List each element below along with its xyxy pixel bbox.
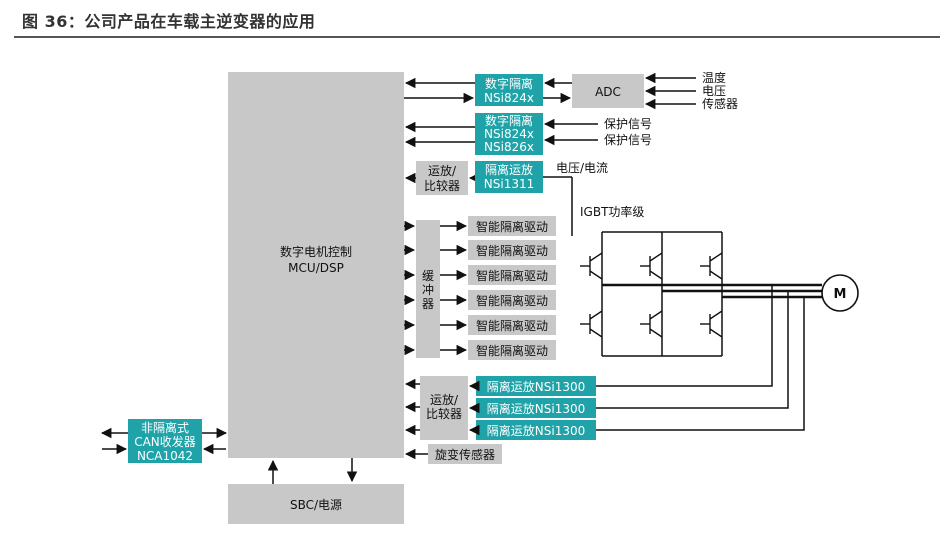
sensor-label-voltage: 电压	[702, 84, 726, 98]
buffer-label-3: 器	[422, 297, 434, 311]
protect-signal-label-1: 保护信号	[604, 117, 652, 131]
igbt-transistor-icon	[640, 310, 663, 338]
gate-driver-label-4: 智能隔离驱动	[476, 293, 548, 308]
isolation-amp-label-1: 隔离运放	[485, 162, 533, 177]
comparator-bottom-block: 运放/ 比较器	[420, 376, 468, 440]
isolation-amp-bottom-2: 隔离运放NSi1300	[476, 398, 596, 418]
mcu-label-2: MCU/DSP	[288, 261, 344, 275]
sensor-label-sensor: 传感器	[702, 96, 738, 111]
gate-driver-6: 智能隔离驱动	[468, 340, 556, 360]
igbt-transistor-icon	[580, 252, 603, 280]
motor-label: M	[834, 287, 847, 302]
can-label-3: NCA1042	[137, 449, 193, 463]
gate-driver-1: 智能隔离驱动	[468, 216, 556, 236]
isolation-amp-bottom-label-3: 隔离运放NSi1300	[487, 423, 585, 438]
sbc-label: SBC/电源	[290, 498, 342, 512]
resolver-label: 旋变传感器	[435, 447, 495, 462]
motor-icon: M	[821, 274, 859, 312]
comparator-top-label-1: 运放/	[428, 163, 457, 178]
resolver-sensor-block: 旋变传感器	[428, 444, 502, 464]
isolation-amp-bottom-3: 隔离运放NSi1300	[476, 420, 596, 440]
isolator-protect-label-2: NSi824x	[484, 127, 534, 141]
protect-signal-label-2: 保护信号	[604, 133, 652, 147]
mcu-block: 数字电机控制 MCU/DSP	[228, 72, 404, 458]
igbt-transistor-icon	[640, 252, 663, 280]
voltage-current-label: 电压/电流	[556, 161, 608, 175]
isolator-protect-label-1: 数字隔离	[485, 113, 533, 128]
adc-block: ADC	[572, 74, 644, 108]
can-label-1: 非隔离式	[141, 420, 189, 435]
isolator-adc-label-2: NSi824x	[484, 91, 534, 105]
adc-label: ADC	[595, 85, 621, 99]
title-divider	[14, 36, 940, 38]
gate-driver-5: 智能隔离驱动	[468, 315, 556, 335]
sbc-block: SBC/电源	[228, 484, 404, 524]
isolation-amp-bottom-label-1: 隔离运放NSi1300	[487, 379, 585, 394]
igbt-transistor-icon	[700, 310, 723, 338]
figure-title: 图 36：公司产品在车载主逆变器的应用	[22, 12, 316, 31]
sensor-label-temp: 温度	[702, 70, 726, 85]
gate-driver-3: 智能隔离驱动	[468, 265, 556, 285]
isolator-adc-label-1: 数字隔离	[485, 76, 533, 91]
can-label-2: CAN收发器	[134, 434, 196, 449]
igbt-power-stage	[580, 231, 822, 357]
igbt-transistor-icon	[580, 310, 603, 338]
gate-driver-label-6: 智能隔离驱动	[476, 343, 548, 358]
buffer-block: 缓 冲 器	[416, 220, 440, 358]
comparator-top-label-2: 比较器	[424, 178, 460, 193]
isolator-adc-block: 数字隔离 NSi824x	[475, 74, 543, 106]
isolation-amp-label-2: NSi1311	[484, 177, 534, 191]
mcu-label-1: 数字电机控制	[280, 244, 352, 259]
isolation-amp-bottom-label-2: 隔离运放NSi1300	[487, 401, 585, 416]
phase-feedback-b	[596, 291, 789, 409]
gate-driver-label-3: 智能隔离驱动	[476, 268, 548, 283]
isolator-protect-label-3: NSi826x	[484, 140, 534, 154]
comparator-bottom-label-2: 比较器	[426, 406, 462, 421]
comparator-bottom-label-1: 运放/	[430, 392, 459, 407]
phase-feedback-c	[596, 297, 805, 431]
buffer-label-2: 冲	[422, 282, 434, 297]
gate-driver-label-2: 智能隔离驱动	[476, 243, 548, 258]
gate-driver-2: 智能隔离驱动	[468, 240, 556, 260]
gate-driver-label-5: 智能隔离驱动	[476, 318, 548, 333]
isolation-amp-bottom-1: 隔离运放NSi1300	[476, 376, 596, 396]
isolator-protect-block: 数字隔离 NSi824x NSi826x	[475, 113, 543, 155]
isolation-amp-top-block: 隔离运放 NSi1311	[475, 161, 543, 193]
buffer-label-1: 缓	[422, 269, 434, 283]
comparator-top-block: 运放/ 比较器	[416, 161, 468, 195]
gate-driver-label-1: 智能隔离驱动	[476, 219, 548, 234]
phase-feedback-a	[596, 285, 773, 387]
gate-driver-4: 智能隔离驱动	[468, 290, 556, 310]
igbt-transistor-icon	[700, 252, 723, 280]
igbt-stage-label: IGBT功率级	[580, 204, 644, 219]
can-transceiver-block: 非隔离式 CAN收发器 NCA1042	[128, 419, 202, 463]
